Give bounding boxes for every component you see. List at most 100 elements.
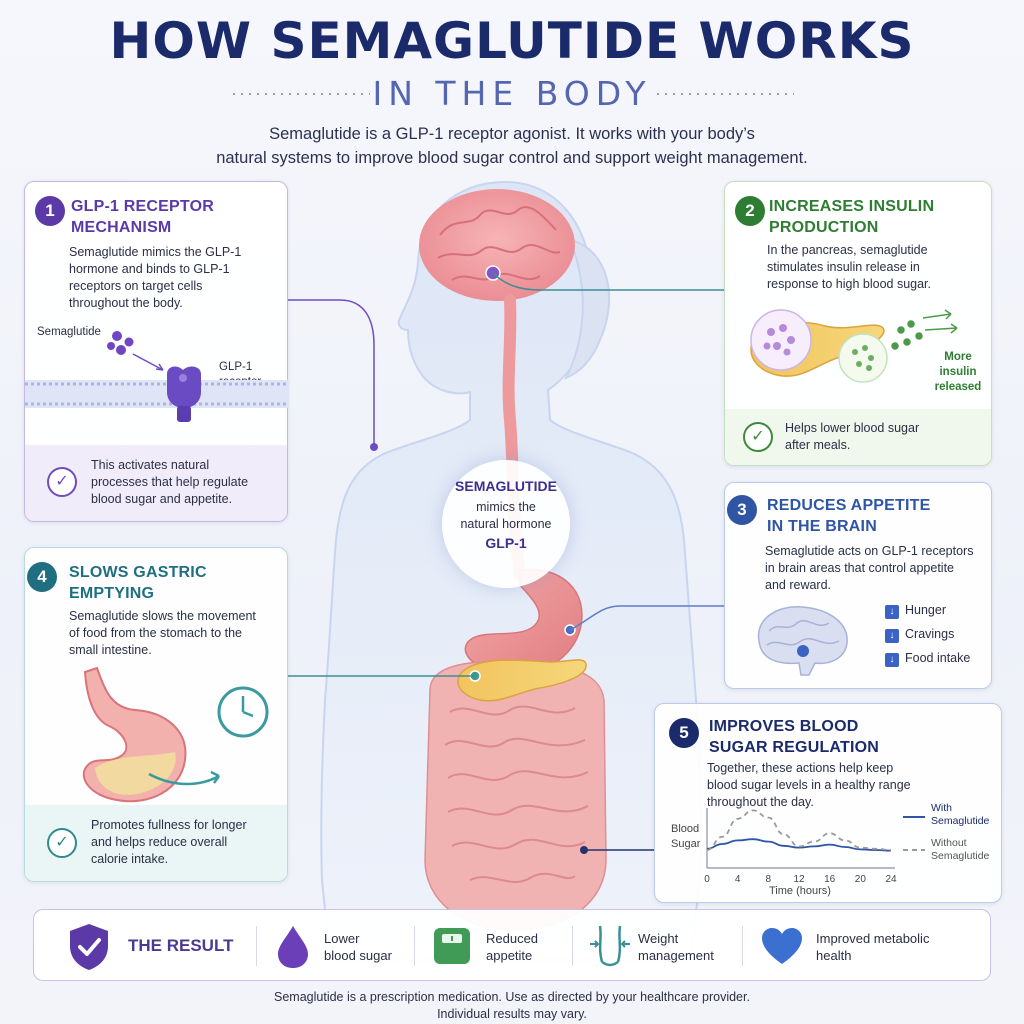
result-item-weight-management: Weight management xyxy=(638,930,714,964)
more-insulin-line-1: More xyxy=(944,351,972,363)
card-4-note-text: Promotes fullness for longer and helps r… xyxy=(91,817,285,868)
result-item-line-1: Lower xyxy=(324,931,360,946)
receptor-label-line-1: GLP-1 xyxy=(219,361,253,373)
disclaimer-line-1: Semaglutide is a prescription medication… xyxy=(274,990,750,1004)
card-3-heading-line-2: IN THE BRAIN xyxy=(767,518,877,535)
card-1-note-line: processes that help regulate xyxy=(91,475,249,489)
card-1-note: ✓ This activates natural processes that … xyxy=(25,445,287,521)
chart-x-tick-label: 20 xyxy=(855,874,867,885)
y-label-line-1: Blood xyxy=(671,823,700,835)
connector-1 xyxy=(287,299,375,447)
card-5-heading-line-2: SUGAR REGULATION xyxy=(709,739,880,756)
result-item-line-2: management xyxy=(638,948,714,963)
glp1-receptor-icon xyxy=(167,366,201,422)
chart-x-tick-label: 0 xyxy=(704,874,710,885)
hair-ponytail xyxy=(563,238,611,380)
checkmark-icon: ✓ xyxy=(47,467,77,497)
chart-x-tick-label: 8 xyxy=(766,874,772,885)
connector-2 xyxy=(492,272,725,291)
down-arrow-icon: ↓ xyxy=(885,653,899,667)
card-5-heading: IMPROVES BLOOD SUGAR REGULATION xyxy=(709,716,879,758)
insulin-release-arrows-icon xyxy=(891,309,958,350)
disclaimer: Semaglutide is a prescription medication… xyxy=(0,989,1024,1023)
card-3-body: Semaglutide acts on GLP-1 receptors in b… xyxy=(765,543,991,594)
intestines-organ xyxy=(424,660,607,931)
more-insulin-label: More insulin released xyxy=(925,350,991,395)
series-line-with-semaglutide xyxy=(706,838,892,852)
card-4-heading-line-2: EMPTYING xyxy=(69,585,155,602)
insulin-zoom-icon xyxy=(838,333,888,383)
card-1-heading: GLP-1 RECEPTOR MECHANISM xyxy=(71,196,214,238)
result-item-reduced-appetite: Reduced appetite xyxy=(486,930,538,964)
card-1-body-line: throughout the body. xyxy=(69,296,183,310)
intro-text: Semaglutide is a GLP-1 receptor agonist.… xyxy=(100,122,924,170)
blood-drop-icon xyxy=(278,926,308,968)
chart-x-tick-label: 12 xyxy=(793,874,805,885)
semaglutide-molecules-icon xyxy=(107,331,134,355)
result-divider xyxy=(742,926,743,966)
card-insulin-production: 2 INCREASES INSULIN PRODUCTION In the pa… xyxy=(724,181,992,466)
card-4-body-line: of food from the stomach to the xyxy=(69,626,243,640)
card-3-body-line: and reward. xyxy=(765,578,832,592)
center-label: SEMAGLUTIDE mimics the natural hormone G… xyxy=(442,460,570,588)
center-label-title: SEMAGLUTIDE xyxy=(455,478,557,494)
card-5-number: 5 xyxy=(669,718,699,748)
heart-icon xyxy=(762,928,802,964)
result-item-lower-blood-sugar: Lower blood sugar xyxy=(324,930,392,964)
result-divider xyxy=(572,926,573,966)
chart-y-label: Blood Sugar xyxy=(671,822,700,852)
card-1-note-line: blood sugar and appetite. xyxy=(91,492,233,506)
subtitle-divider-left xyxy=(230,93,370,95)
card-1-body-line: receptors on target cells xyxy=(69,279,203,293)
pancreas-organ xyxy=(457,659,587,702)
card-5-body-line: throughout the day. xyxy=(707,795,814,809)
card-glp1-mechanism: 1 GLP-1 RECEPTOR MECHANISM Semaglutide m… xyxy=(24,181,289,522)
card-2-number: 2 xyxy=(735,196,765,226)
down-arrow-icon: ↓ xyxy=(885,629,899,643)
result-item-line-1: Improved metabolic xyxy=(816,931,930,946)
card-2-body-line: In the pancreas, semaglutide xyxy=(767,243,928,257)
card-3-body-line: in brain areas that control appetite xyxy=(765,561,955,575)
chart-x-tick-label: 16 xyxy=(824,874,836,885)
center-label-line-2: mimics the xyxy=(476,500,536,514)
cell-membrane xyxy=(25,380,289,408)
subtitle-divider-right xyxy=(654,93,794,95)
result-item-line-1: Reduced xyxy=(486,931,539,946)
card-1-body-line: Semaglutide mimics the GLP-1 xyxy=(69,245,242,259)
legend-with-line-1: With xyxy=(931,802,952,814)
disclaimer-line-2: Individual results may vary. xyxy=(437,1007,587,1021)
card-2-body: In the pancreas, semaglutide stimulates … xyxy=(767,242,987,293)
chart-x-tick-label: 4 xyxy=(735,874,741,885)
shield-check-icon xyxy=(70,924,108,970)
card-4-note-line: calorie intake. xyxy=(91,852,169,866)
card-4-heading-line-1: SLOWS GASTRIC xyxy=(69,564,207,581)
card-1-body: Semaglutide mimics the GLP-1 hormone and… xyxy=(69,244,279,312)
card-5-heading-line-1: IMPROVES BLOOD xyxy=(709,718,859,735)
card-3-number: 3 xyxy=(727,495,757,525)
card-3-heading-line-1: REDUCES APPETITE xyxy=(767,497,931,514)
result-item-line-2: appetite xyxy=(486,948,533,963)
food-flow-arrow-icon xyxy=(148,772,220,786)
result-item-line-1: Weight xyxy=(638,931,679,946)
card-4-number: 4 xyxy=(27,562,57,592)
card-5-body-line: Together, these actions help keep xyxy=(707,761,894,775)
page-subtitle: IN THE BODY xyxy=(372,74,652,113)
result-divider xyxy=(256,926,257,966)
card-4-body-line: Semaglutide slows the movement xyxy=(69,609,256,623)
intestine-loops xyxy=(444,705,589,883)
semaglutide-label: Semaglutide xyxy=(37,326,101,338)
card-blood-sugar-regulation: 5 IMPROVES BLOOD SUGAR REGULATION Togeth… xyxy=(654,703,1002,903)
card-1-heading-line-2: MECHANISM xyxy=(71,219,172,236)
waist-icon xyxy=(590,925,630,967)
center-label-line-3: natural hormone xyxy=(460,517,552,531)
series-line-without-semaglutide xyxy=(706,809,892,851)
card-2-heading: INCREASES INSULIN PRODUCTION xyxy=(769,196,934,238)
result-item-line-2: blood sugar xyxy=(324,948,392,963)
card-1-note-line: This activates natural xyxy=(91,458,210,472)
result-divider xyxy=(414,926,415,966)
result-item-metabolic-health: Improved metabolic health xyxy=(816,930,929,964)
chart-x-label: Time (hours) xyxy=(769,885,831,897)
stomach-diagram xyxy=(82,666,269,803)
clock-icon xyxy=(217,686,269,738)
